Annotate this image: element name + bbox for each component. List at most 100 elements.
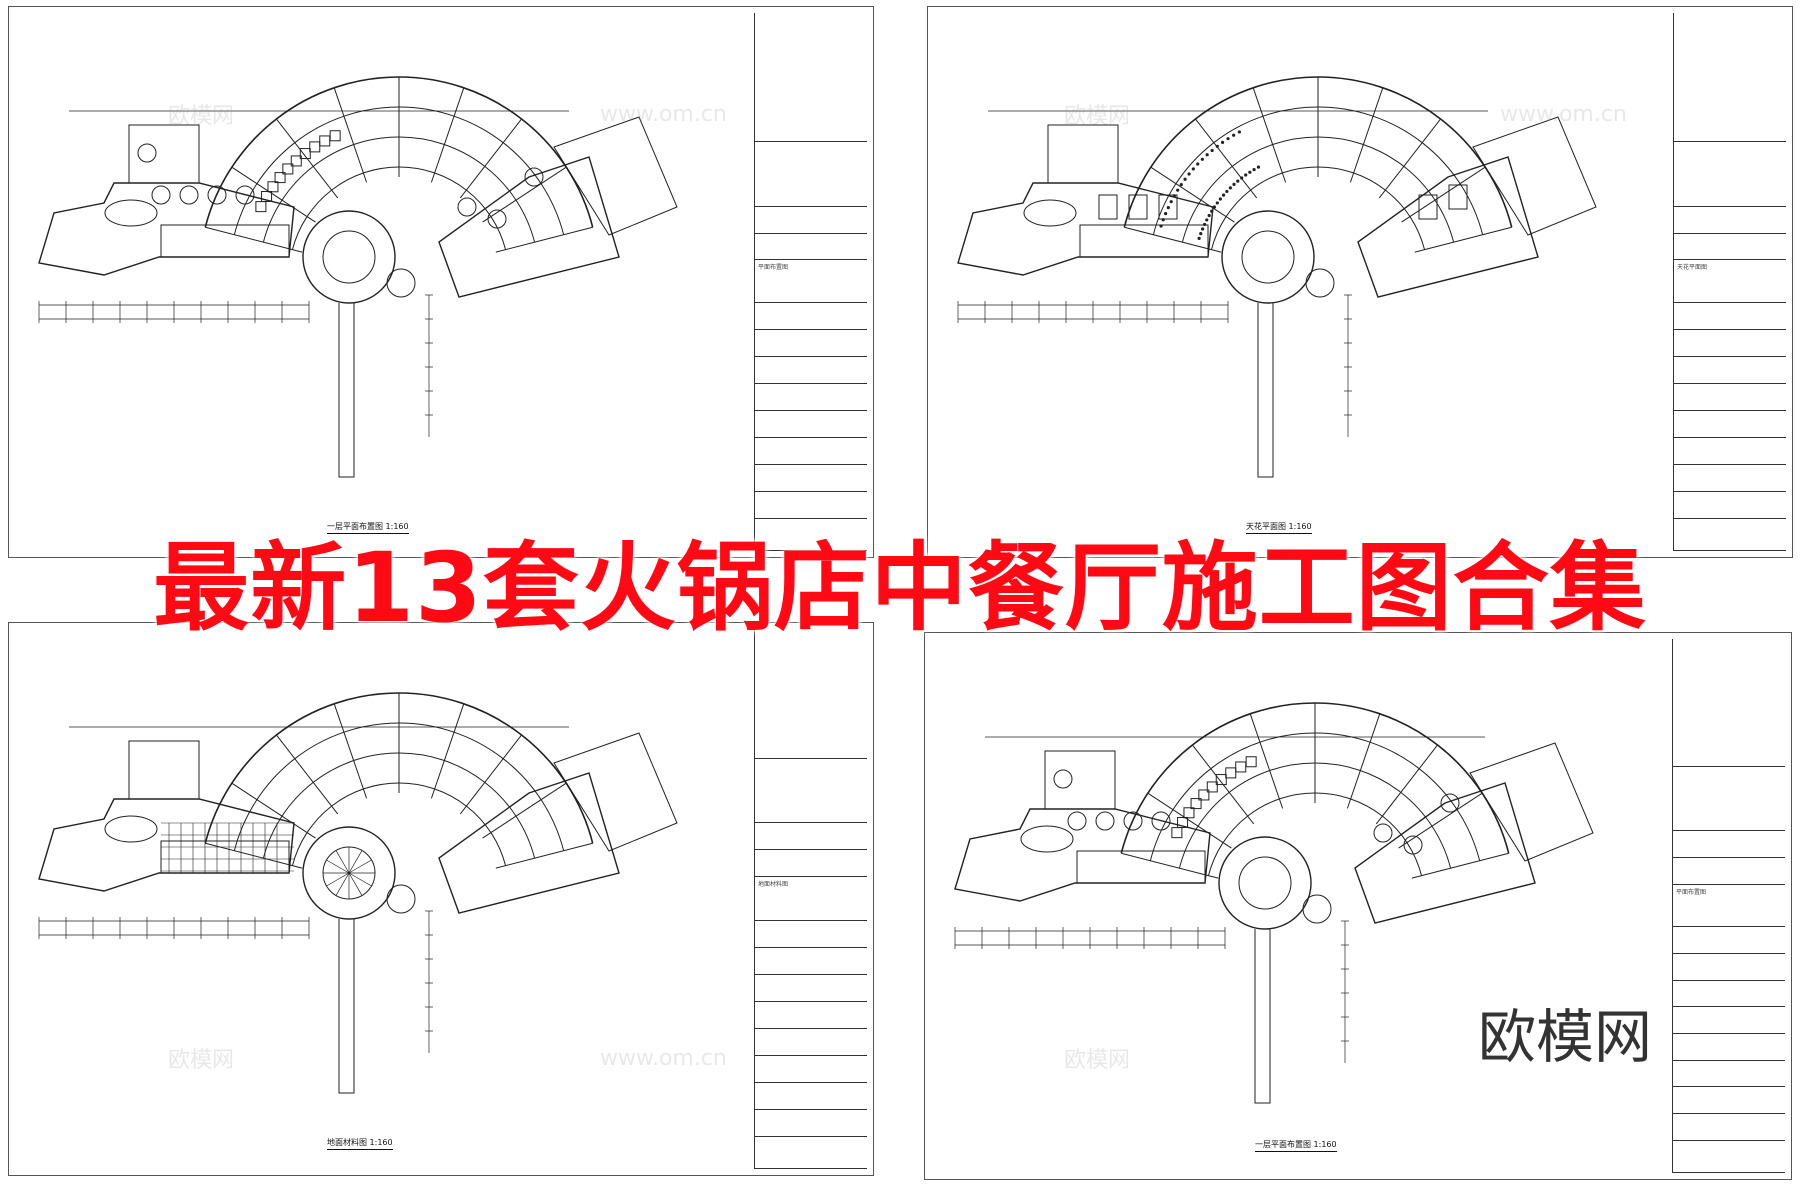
round-table — [1440, 793, 1460, 813]
annex-block — [1469, 742, 1594, 862]
radial-partition — [231, 782, 316, 839]
left-wing-wall — [38, 182, 295, 276]
medallion-petal — [335, 872, 350, 896]
title-block-row — [755, 1002, 867, 1029]
booth-table — [282, 163, 294, 175]
room-outline — [1047, 124, 1119, 184]
title-block: 地面材料图 — [754, 629, 867, 1169]
radial-partition — [459, 734, 522, 815]
downlight — [1205, 153, 1209, 157]
downlight — [1226, 137, 1230, 141]
radial-partition — [1346, 713, 1381, 809]
title-block-row — [1673, 1061, 1785, 1088]
radial-partition — [1398, 792, 1483, 849]
right-wing-wall — [1357, 156, 1539, 298]
sheet-title: 地面材料图 1:160 — [327, 1137, 393, 1150]
round-table — [1123, 811, 1143, 831]
title-block-row — [1674, 13, 1786, 143]
radial-partition — [276, 734, 339, 815]
booth-table — [319, 135, 331, 147]
headline-banner: 最新13套火锅店中餐厅施工图合集 — [153, 532, 1647, 644]
watermark: www.om.cn — [600, 102, 727, 127]
booth-table — [1190, 798, 1202, 810]
title-block: 平面布置图 — [754, 13, 867, 551]
downlight — [1228, 186, 1232, 190]
title-block-row — [755, 1137, 867, 1169]
round-stair — [1302, 894, 1332, 924]
title-block-row — [755, 384, 867, 412]
downlight — [1240, 176, 1244, 180]
radial-partition — [430, 87, 465, 183]
radial-partition — [459, 118, 522, 199]
title-block-row — [755, 13, 867, 143]
radial-partition — [1252, 87, 1287, 183]
hall-arc-wall — [1207, 792, 1423, 876]
annex-block — [553, 732, 678, 852]
round-stair — [386, 268, 416, 298]
round-hall — [1221, 210, 1315, 304]
round-hall — [302, 210, 396, 304]
booth-table — [261, 190, 273, 202]
title-block-row — [1673, 639, 1785, 768]
entry-corridor — [1257, 303, 1274, 478]
downlight — [1221, 193, 1226, 197]
round-table — [1373, 823, 1393, 843]
title-block-drawing-name: 地面材料图 — [755, 877, 867, 921]
downlight — [1232, 133, 1236, 137]
title-block-row — [755, 1029, 867, 1056]
downlight — [1225, 189, 1229, 194]
radial-partition — [495, 842, 593, 869]
title-block-row — [1673, 1141, 1785, 1173]
left-wing-wall — [957, 182, 1214, 276]
title-block: 平面布置图 — [1672, 639, 1785, 1173]
title-block-drawing-name-label: 平面布置图 — [758, 264, 789, 272]
drawing-sheet-4: 平面布置图 一层平面布置图 1:160 — [924, 632, 1792, 1180]
booth-table — [299, 148, 311, 160]
sheet-title: 一层平面布置图 1:160 — [327, 521, 409, 534]
room-outline — [1076, 850, 1206, 884]
round-hall — [1218, 836, 1312, 930]
radial-partition — [1150, 166, 1235, 223]
room-outline — [128, 124, 200, 184]
radial-partition — [430, 703, 465, 799]
room-outline — [160, 840, 290, 874]
title-block-row — [1673, 1007, 1785, 1035]
title-block-drawing-name-label: 天花平面图 — [1677, 264, 1708, 272]
downlight — [1199, 232, 1203, 236]
sheet-title: 一层平面布置图 1:160 — [1255, 1139, 1337, 1152]
title-block-row — [755, 357, 867, 385]
hall-arc-wall — [1210, 166, 1426, 250]
booth-table — [1183, 807, 1195, 819]
reception-counter — [104, 199, 158, 227]
round-table — [1403, 835, 1423, 855]
title-block-drawing-name-label: 地面材料图 — [758, 881, 789, 889]
title-block-row — [755, 142, 867, 207]
annex-block — [1472, 116, 1597, 236]
round-stair — [1305, 268, 1335, 298]
sheet-title: 天花平面图 1:160 — [1246, 521, 1312, 534]
radial-partition — [1124, 226, 1222, 253]
title-block-drawing-name: 天花平面图 — [1674, 260, 1786, 304]
right-wing-wall — [438, 156, 620, 298]
title-block-row — [755, 850, 867, 878]
booth-table — [1235, 761, 1247, 773]
title-block-row — [1674, 519, 1786, 551]
downlight — [1218, 197, 1222, 201]
entry-corridor — [338, 303, 355, 478]
title-block-row — [1673, 927, 1785, 955]
title-block-row — [755, 492, 867, 519]
brand-logo-text: 欧模网 — [1478, 1003, 1653, 1071]
downlight — [1210, 209, 1214, 213]
entry-corridor — [1254, 929, 1271, 1104]
entry-corridor — [338, 919, 355, 1094]
radial-partition — [1411, 852, 1509, 879]
watermark: 欧模网 — [168, 1048, 235, 1073]
downlight — [1183, 177, 1187, 181]
round-stair — [386, 884, 416, 914]
downlight — [1207, 213, 1211, 218]
ceiling-panel — [1158, 194, 1178, 220]
title-block-row — [755, 759, 867, 824]
booth-table — [1171, 827, 1183, 839]
booth-table — [1225, 767, 1237, 779]
round-table — [524, 167, 544, 187]
